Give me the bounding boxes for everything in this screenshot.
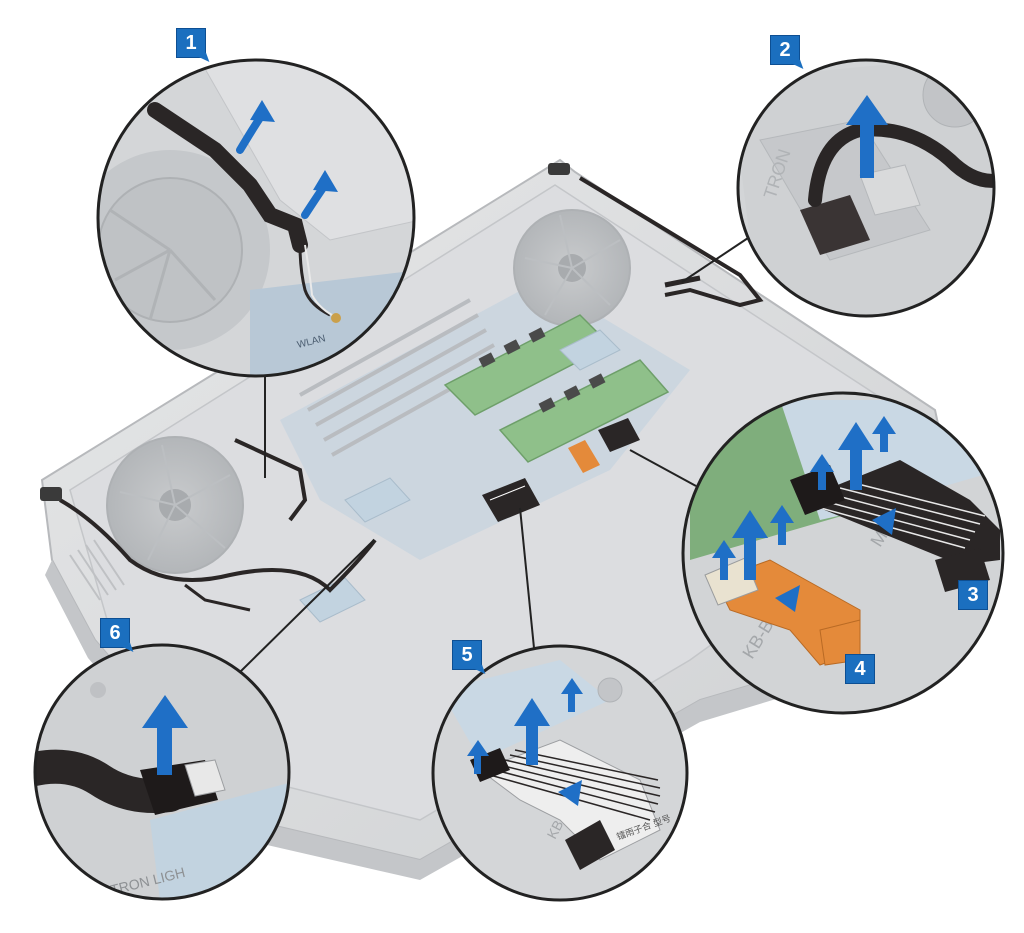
callout-badge-3: 3 xyxy=(958,580,994,614)
callout-number-3: 3 xyxy=(958,580,988,610)
callout-badge-2: 2 xyxy=(770,35,806,69)
callout-number-1: 1 xyxy=(176,28,206,58)
callout-badge-4: 4 xyxy=(845,654,881,688)
callout-badge-1: 1 xyxy=(176,28,212,62)
callout-number-2: 2 xyxy=(770,35,800,65)
left-fan xyxy=(107,437,243,573)
callout-badge-6: 6 xyxy=(100,618,136,652)
callout-badge-5: 5 xyxy=(452,640,488,674)
callout-number-4: 4 xyxy=(845,654,875,684)
detail-view-2: TRON xyxy=(730,55,1005,325)
detail-view-5: KB 镭雨子合 型号 xyxy=(430,645,690,905)
callout-number-6: 6 xyxy=(100,618,130,648)
right-fan xyxy=(514,210,630,326)
callout-number-5: 5 xyxy=(452,640,482,670)
